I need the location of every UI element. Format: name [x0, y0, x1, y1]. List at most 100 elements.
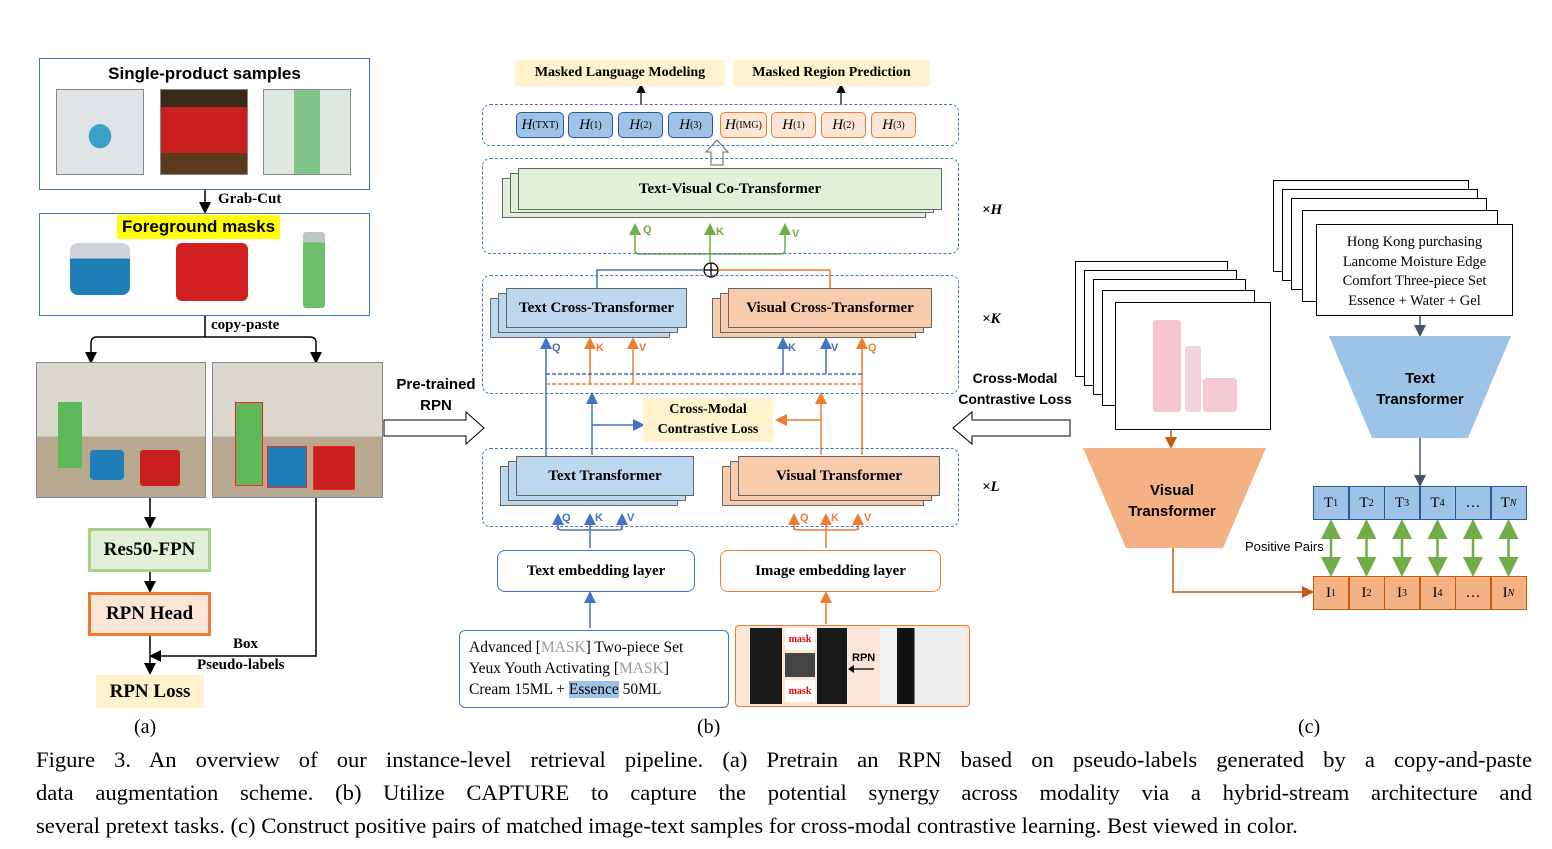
single-product-samples-box [39, 58, 370, 190]
vt-k: K [831, 512, 839, 524]
c-contrastive-label: Cross-Modal Contrastive Loss [958, 370, 1072, 407]
composite-green-bottle [58, 402, 82, 468]
text-input-box: Advanced [MASK] Two-piece Set Yeux Youth… [459, 630, 729, 708]
co-transformer-box: Text-Visual Co-Transformer [518, 168, 942, 210]
region-crop-1 [750, 628, 782, 704]
caption-line-3: several pretext tasks. (c) Construct pos… [36, 813, 1298, 838]
panel-b-label: (b) [697, 716, 721, 738]
times-l-label: ×L [982, 479, 1000, 495]
pink-bottle-small [1185, 346, 1201, 412]
mask-blue-jar [70, 243, 130, 295]
cross-v-orange: V [639, 342, 647, 354]
bbox-red-jar [313, 446, 355, 490]
foreground-masks-title: Foreground masks [117, 215, 281, 239]
hidden-state-cell: H(TXT) [516, 112, 564, 138]
tt-q: Q [562, 512, 571, 524]
text-transformer-box: Text Transformer [516, 456, 694, 496]
hidden-state-cell: H(3) [668, 112, 713, 138]
bbox-blue-jar [267, 446, 307, 488]
mlm-label: Masked Language Modeling [515, 60, 725, 86]
pseudo-labels-label: Pseudo-labels [197, 657, 285, 673]
transformer-group [482, 448, 959, 527]
mask-token: MASK [619, 660, 664, 677]
single-product-samples-title: Single-product samples [108, 64, 301, 83]
hidden-state-cell: H(3) [871, 112, 916, 138]
co-transformer-group [482, 158, 959, 254]
product-text-line-2: Lancome Moisture Edge [1342, 253, 1487, 270]
rpn-loss-box: RPN Loss [96, 675, 204, 708]
cross-q-orange: Q [868, 342, 877, 354]
hidden-state-cell: H(IMG) [720, 112, 767, 138]
mask-region-2: mask [785, 680, 815, 702]
source-product-image [880, 628, 966, 704]
caption-line-1: Figure 3. An overview of our instance-le… [36, 747, 1532, 772]
sample-photo-red-jar [160, 89, 248, 175]
visual-cross-transformer-box: Visual Cross-Transformer [728, 288, 932, 328]
composite-red-jar [140, 450, 180, 486]
essence-token: Essence [568, 681, 619, 698]
text-input-line-1: Advanced [MASK] Two-piece Set [469, 639, 684, 656]
cross-q-blue: Q [552, 342, 561, 354]
mask-token: MASK [540, 639, 586, 656]
product-text-line-4: Essence + Water + Gel [1348, 292, 1481, 309]
text-input-line-2: Yeux Youth Activating [MASK] [469, 660, 669, 677]
foreground-masks-box [39, 213, 370, 316]
panel-c-label: (c) [1298, 716, 1321, 738]
composite-blue-jar [90, 450, 124, 480]
times-k-label: ×K [982, 311, 1001, 327]
tt-k: K [595, 512, 603, 524]
hidden-state-cell: H(2) [821, 112, 866, 138]
c-text-transformer-label: Text Transformer [1376, 370, 1464, 408]
cross-transformer-group [482, 275, 959, 394]
text-cross-transformer-box: Text Cross-Transformer [506, 288, 687, 328]
pink-jar [1203, 378, 1237, 412]
bbox-green-bottle [235, 402, 263, 486]
sample-photo-blue-jar [56, 89, 144, 175]
caption-line-2: data augmentation scheme. (b) Utilize CA… [36, 780, 1532, 805]
rpn-arrow-icon [848, 665, 874, 673]
res50-fpn-box: Res50-FPN [88, 528, 211, 572]
mask-green-bottle [303, 232, 325, 308]
text-input-line-3: Cream 15ML + Essence 50ML [469, 681, 662, 698]
qkv-green-k: K [716, 226, 724, 238]
positive-pairs-label: Positive Pairs [1245, 539, 1324, 554]
qkv-green-q: Q [643, 224, 652, 236]
vt-v: V [864, 512, 872, 524]
hidden-state-cell: H(1) [568, 112, 613, 138]
product-text-line-1: Hong Kong purchasing [1346, 234, 1483, 250]
cross-k-blue: K [788, 342, 796, 354]
cross-k-orange: K [596, 342, 604, 354]
product-text-card: Hong Kong purchasing Lancome Moisture Ed… [1316, 224, 1513, 316]
rpn-head-box: RPN Head [88, 592, 211, 636]
image-feature-cell: … [1455, 576, 1491, 610]
mrp-label: Masked Region Prediction [733, 60, 930, 86]
mask-region-1: mask [785, 628, 815, 650]
hidden-state-cell: H(1) [771, 112, 816, 138]
vt-q: Q [800, 512, 809, 524]
times-h-label: ×H [982, 202, 1003, 218]
mask-red-jar [176, 243, 248, 301]
region-crop-4 [817, 628, 847, 704]
c-visual-transformer-label: Visual Transformer [1128, 482, 1216, 520]
box-label: Box [233, 636, 259, 652]
contrastive-loss-box: Cross-Modal Contrastive Loss [643, 398, 773, 442]
text-feature-cell: … [1455, 486, 1491, 520]
text-embedding-layer: Text embedding layer [497, 550, 695, 592]
visual-transformer-box: Visual Transformer [738, 456, 940, 496]
output-hidden-group [482, 104, 959, 146]
hidden-state-cell: H(2) [618, 112, 663, 138]
pink-bottle-tall [1153, 320, 1181, 412]
qkv-green-v: V [792, 228, 800, 240]
copy-paste-label: copy-paste [211, 317, 280, 333]
tt-v: V [627, 512, 635, 524]
